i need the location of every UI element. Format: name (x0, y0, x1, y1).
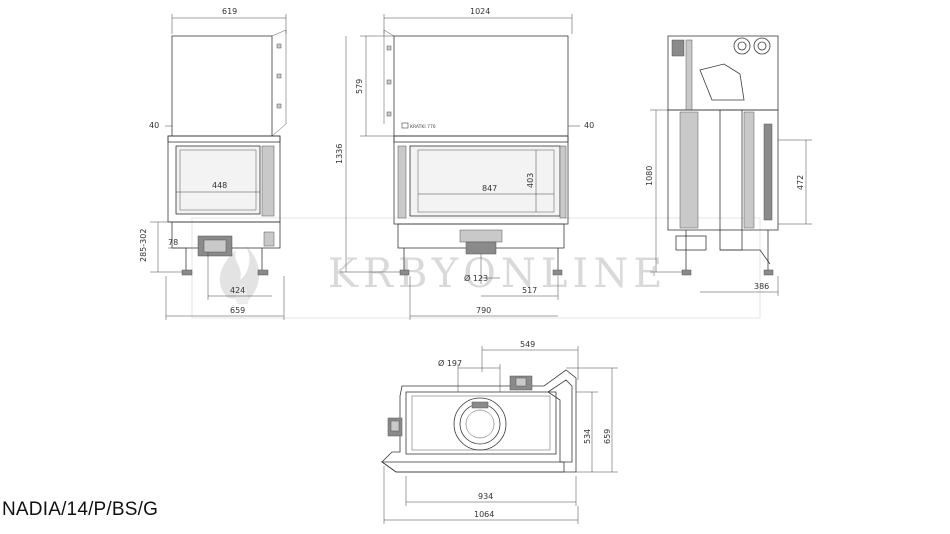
watermark: KRBYONLINE (191, 217, 761, 319)
dim-side-width: 619 (222, 7, 237, 16)
side-view: 619 40 448 285-302 78 (139, 7, 287, 320)
dim-plan-outer-width: 1064 (474, 510, 494, 519)
dim-rear-height: 1080 (645, 166, 654, 186)
dim-plan-outer-depth: 659 (603, 429, 612, 444)
brand-mark-text: KRATKI 770 (410, 124, 436, 130)
dim-total-height: 1336 (335, 144, 344, 164)
dim-plan-flue-offset: 549 (520, 340, 535, 349)
model-label: NADIA/14/P/BS/G (2, 499, 159, 520)
dim-plan-inner-width: 934 (478, 492, 493, 501)
dim-leg-offset: 78 (168, 238, 178, 247)
dim-side-base: 424 (230, 286, 245, 295)
dim-plan-flue-diameter: Ø 197 (438, 358, 462, 368)
brand-logo: KRATKI 770 (401, 122, 436, 130)
watermark-text: KRBYONLINE (328, 251, 667, 297)
dim-top-height: 579 (355, 79, 364, 94)
dim-front-inset: 40 (584, 121, 594, 130)
dim-glass-height: 403 (526, 173, 535, 188)
dim-rear-depth: 386 (754, 282, 769, 291)
flame-logo-icon (219, 246, 260, 304)
front-view: 1024 KRATKI 770 40 579 1336 847 403 (335, 7, 594, 320)
dim-front-glass-width: 847 (482, 184, 497, 193)
dim-front-base: 790 (476, 306, 491, 315)
dim-side-depth: 659 (230, 306, 245, 315)
dim-leg-range: 285-302 (139, 229, 148, 262)
dim-plan-inner-depth: 534 (583, 429, 592, 444)
dim-side-glass-width: 448 (212, 181, 227, 190)
dim-rear-outlet-height: 472 (796, 175, 805, 190)
dim-front-flue-offset: 517 (522, 286, 537, 295)
dim-side-inset: 40 (149, 121, 159, 130)
plan-view: 549 Ø 197 534 659 934 1064 (380, 340, 618, 524)
dim-front-width: 1024 (470, 7, 490, 16)
rear-view: 1080 472 386 (645, 35, 812, 296)
dim-flue-diameter: Ø 123 (464, 273, 488, 283)
